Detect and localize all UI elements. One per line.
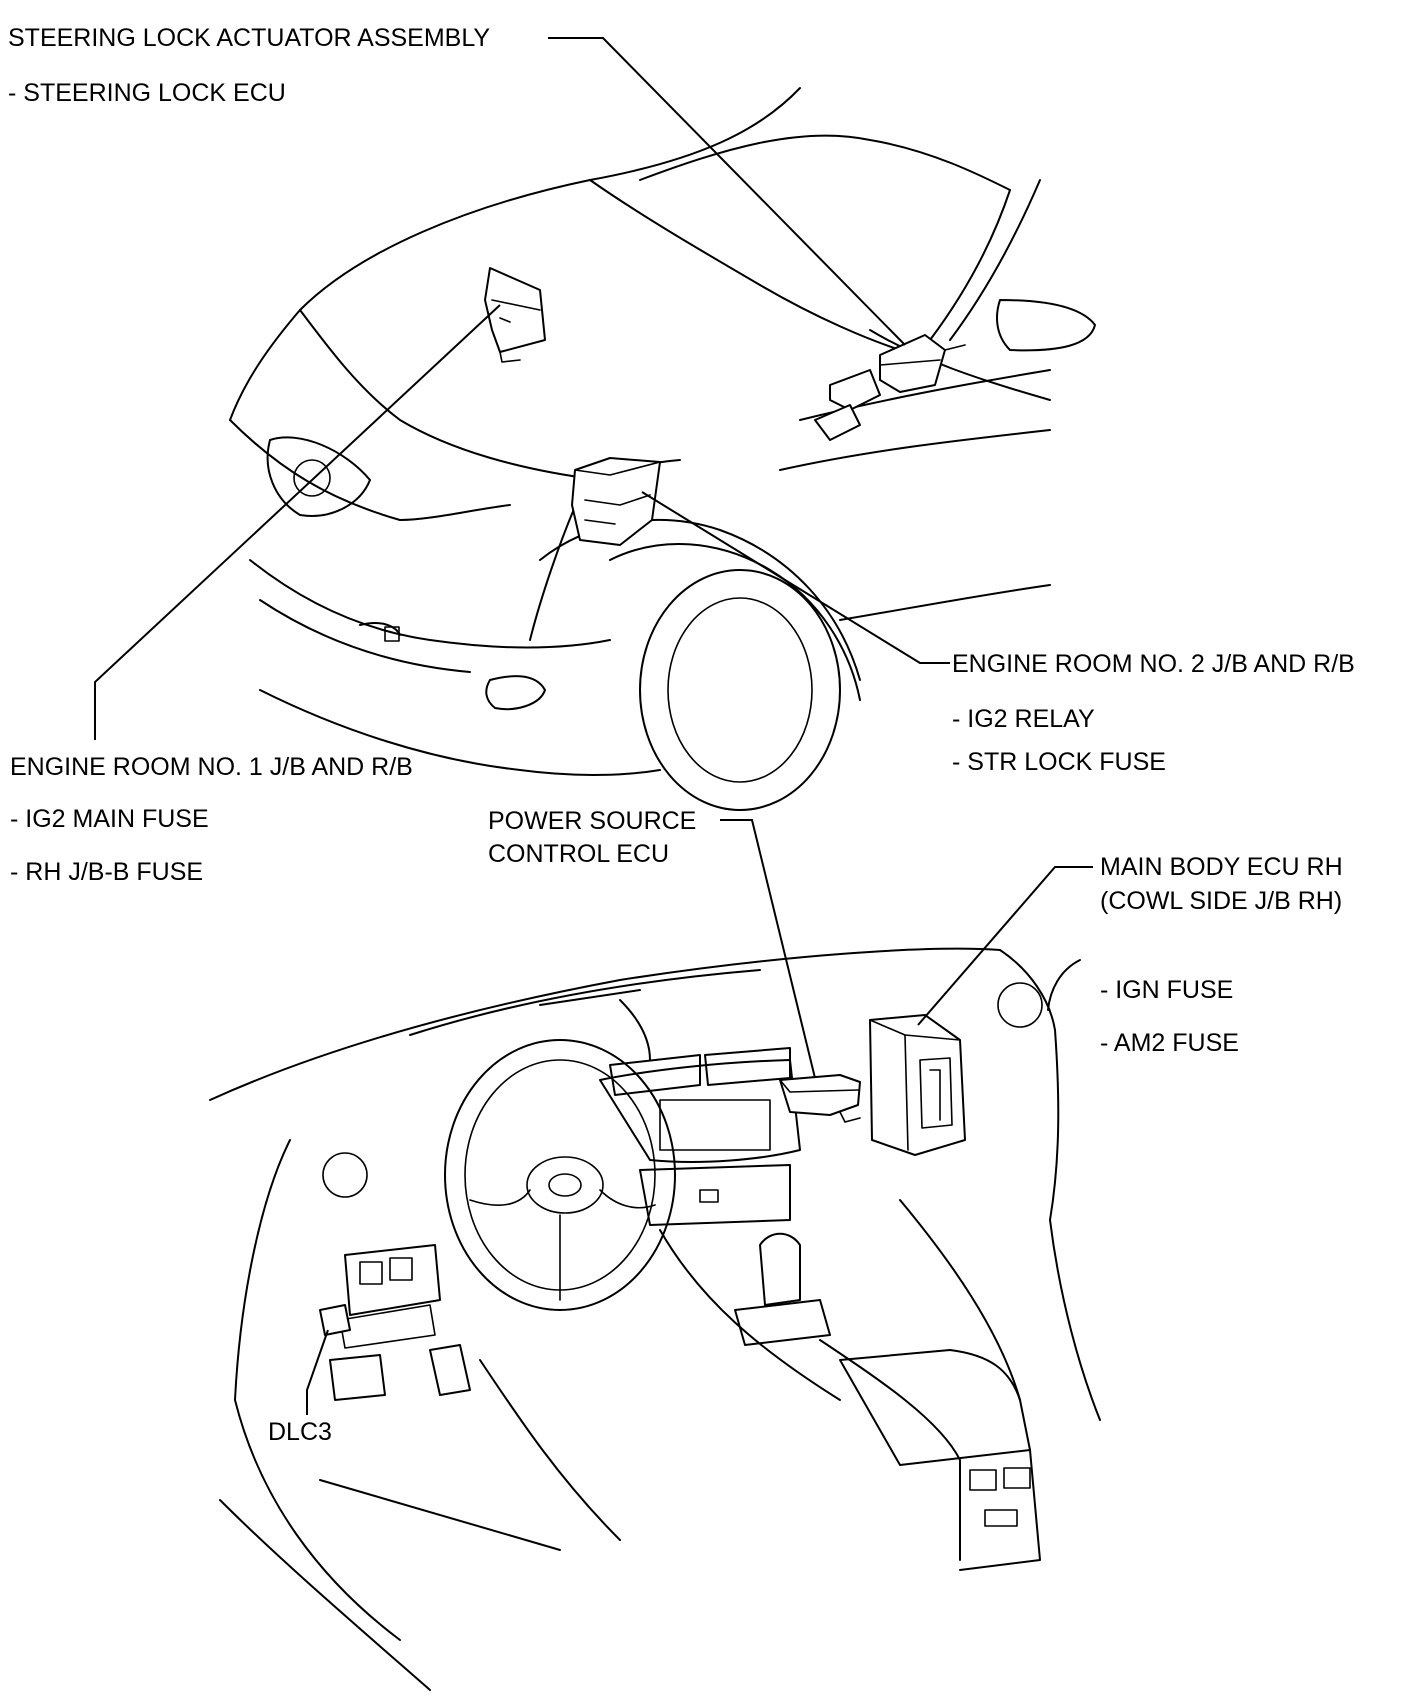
steering-lock-leader — [548, 37, 906, 346]
top-leader-lines — [94, 37, 950, 740]
label-rh-jb-b-fuse: - RH J/B-B FUSE — [10, 858, 203, 886]
power-source-ecu-part — [779, 1074, 861, 1123]
label-ig2-relay: - IG2 RELAY — [952, 705, 1095, 733]
label-main-body-ecu-line2: (COWL SIDE J/B RH) — [1100, 887, 1342, 915]
label-engine-room-no1-jb: ENGINE ROOM NO. 1 J/B AND R/B — [10, 753, 413, 781]
main-body-leader — [917, 866, 1093, 1026]
bottom-leader-lines — [306, 819, 1093, 1415]
label-main-body-ecu-line1: MAIN BODY ECU RH — [1100, 853, 1343, 881]
engine-room-no1-jb-part — [484, 267, 546, 363]
label-power-source-line2: CONTROL ECU — [488, 840, 669, 868]
label-power-source-line1: POWER SOURCE — [488, 807, 696, 835]
label-steering-lock-actuator-assembly: STEERING LOCK ACTUATOR ASSEMBLY — [8, 24, 490, 52]
label-engine-room-no2-jb: ENGINE ROOM NO. 2 J/B AND R/B — [952, 650, 1355, 678]
label-steering-lock-ecu: - STEERING LOCK ECU — [8, 79, 286, 107]
main-body-ecu-part — [869, 1014, 966, 1156]
label-dlc3: DLC3 — [268, 1418, 332, 1446]
dlc3-leader — [306, 1329, 329, 1415]
er1-leader — [94, 304, 501, 740]
power-source-leader — [720, 819, 816, 1079]
interior-drawing — [209, 947, 1101, 1691]
label-am2-fuse: - AM2 FUSE — [1100, 1029, 1239, 1057]
steering-lock-actuator-part — [814, 334, 966, 441]
label-ig2-main-fuse: - IG2 MAIN FUSE — [10, 805, 209, 833]
car-exterior-drawing — [229, 87, 1096, 811]
engine-room-no2-jb-part — [571, 457, 661, 546]
dlc3-part — [319, 1304, 351, 1336]
label-ign-fuse: - IGN FUSE — [1100, 976, 1233, 1004]
er2-leader — [641, 491, 950, 664]
label-str-lock-fuse: - STR LOCK FUSE — [952, 748, 1166, 776]
